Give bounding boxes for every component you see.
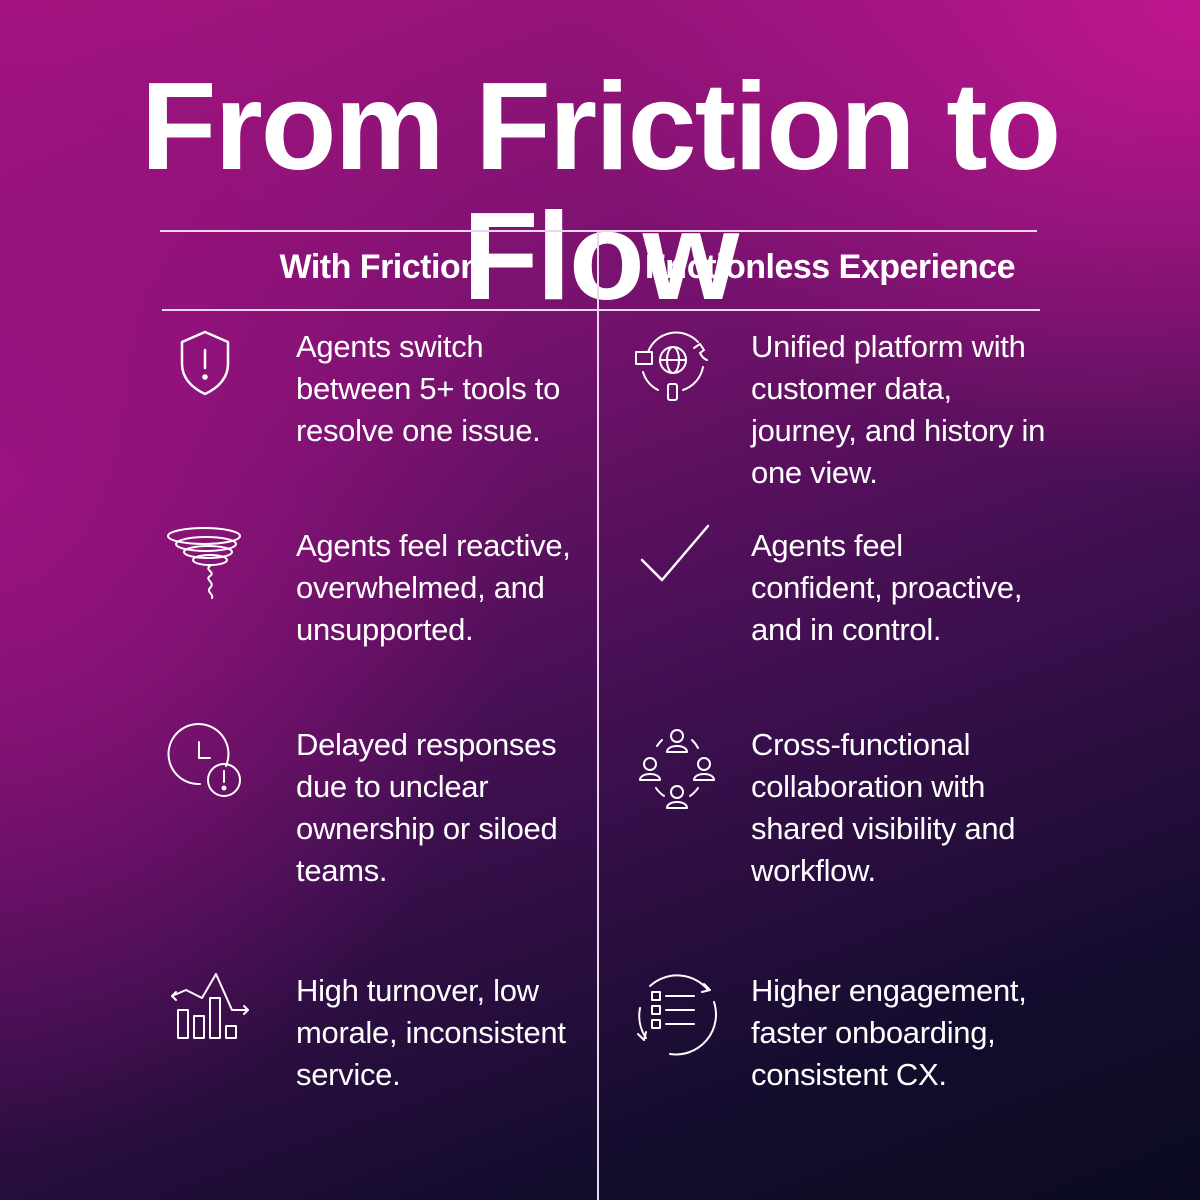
frictionless-item-3: Cross-functional collaboration with shar…	[751, 727, 1016, 888]
omnichannel-globe-icon	[628, 322, 718, 412]
shield-alert-icon	[160, 322, 250, 412]
team-collaboration-icon	[632, 722, 722, 812]
checkmark-icon	[632, 518, 722, 608]
tornado-icon	[164, 522, 254, 612]
column-header-frictionless: Frictionless Experience	[644, 248, 1016, 286]
checklist-cycle-icon	[630, 968, 720, 1058]
page-title: From Friction to Flow	[140, 58, 1062, 326]
column-header-with-friction: With Friction	[279, 248, 481, 286]
declining-chart-icon	[166, 966, 256, 1056]
frictionless-item-1: Unified platform with customer data, jou…	[751, 329, 1046, 490]
friction-item-3: Delayed responses due to unclear ownersh…	[296, 727, 558, 888]
clock-alert-icon	[164, 722, 254, 812]
header-divider	[162, 309, 1040, 311]
friction-item-4: High turnover, low morale, inconsistent …	[296, 973, 566, 1092]
column-divider	[597, 230, 599, 1200]
friction-item-2: Agents feel reactive, overwhelmed, and u…	[296, 528, 571, 647]
frictionless-item-4: Higher engagement, faster onboarding, co…	[751, 973, 1027, 1092]
friction-item-1: Agents switch between 5+ tools to resolv…	[296, 329, 561, 448]
frictionless-item-2: Agents feel confident, proactive, and in…	[751, 528, 1023, 647]
